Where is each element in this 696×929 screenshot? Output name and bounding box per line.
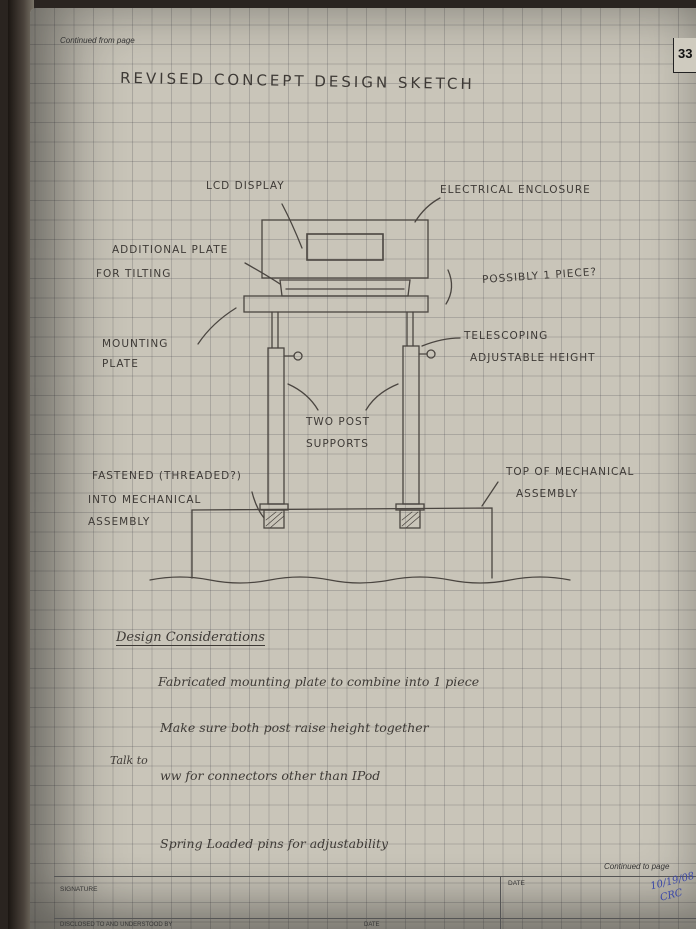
label-electrical-enclosure: ELECTRICAL ENCLOSURE: [440, 184, 591, 196]
label-mounting: MOUNTING: [102, 338, 169, 350]
lcd-leader: [281, 203, 303, 249]
notebook-binding: [8, 0, 34, 929]
label-assembly-right: ASSEMBLY: [516, 488, 579, 500]
note-item-3: Talk to: [110, 754, 148, 767]
continued-to-label: Continued to page: [604, 862, 670, 871]
design-sketch: [149, 197, 571, 584]
telescoping-leader: [421, 337, 461, 347]
label-supports: SUPPORTS: [306, 438, 369, 450]
continued-from-label: Continued from page: [60, 36, 135, 45]
left-post: [267, 347, 285, 505]
notes-heading: Design Considerations: [116, 630, 265, 645]
possibly-brace: [445, 269, 453, 305]
page-number: 33: [678, 46, 693, 61]
right-post: [402, 345, 420, 505]
left-post-pin: [293, 351, 303, 361]
label-telescoping: TELESCOPING: [464, 330, 549, 342]
label-two-post: TWO POST: [306, 416, 371, 428]
page-number-box: 33: [673, 38, 696, 73]
lcd-outline: [306, 233, 384, 261]
right-thread-insert: [399, 509, 421, 529]
tilting-plate: [279, 279, 411, 297]
plate-leader: [244, 262, 281, 285]
enclosure-leader: [414, 197, 441, 223]
fastened-leader: [251, 491, 265, 519]
label-top-of-mechanical: TOP OF MECHANICAL: [506, 466, 635, 478]
date-label-2: DATE: [364, 922, 380, 928]
note-item-4: ww for connectors other than IPod: [160, 768, 381, 783]
break-line: [149, 576, 571, 584]
label-additional-plate: ADDITIONAL PLATE: [112, 244, 229, 256]
label-fastened: FASTENED (THREADED?): [92, 470, 242, 482]
note-item-5: Spring Loaded pins for adjustability: [160, 836, 389, 851]
label-plate: PLATE: [102, 358, 139, 370]
top-assembly-leader: [481, 481, 499, 507]
label-for-tilting: FOR TILTING: [96, 268, 172, 280]
note-item-1: Fabricated mounting plate to combine int…: [158, 674, 480, 689]
signature-label: SIGNATURE: [60, 886, 98, 893]
notebook-page: Continued from page 33 REVISED CONCEPT D…: [30, 8, 696, 929]
right-post-pin: [426, 349, 436, 359]
mechanical-assembly-top: [191, 507, 493, 579]
disclosed-label: DISCLOSED TO AND UNDERSTOOD BY: [60, 922, 173, 928]
label-into-mechanical: INTO MECHANICAL: [88, 494, 202, 506]
label-lcd-display: LCD DISPLAY: [206, 180, 285, 192]
enclosure-outline: [261, 219, 429, 279]
posts-leader-right: [365, 383, 399, 411]
mounting-leader: [197, 307, 237, 345]
posts-leader-left: [287, 383, 319, 411]
date-label: DATE: [508, 880, 525, 887]
mounting-plate: [243, 295, 429, 313]
note-item-2: Make sure both post raise height togethe…: [160, 720, 429, 735]
label-assembly: ASSEMBLY: [88, 516, 151, 528]
label-adjustable-height: ADJUSTABLE HEIGHT: [470, 352, 596, 364]
